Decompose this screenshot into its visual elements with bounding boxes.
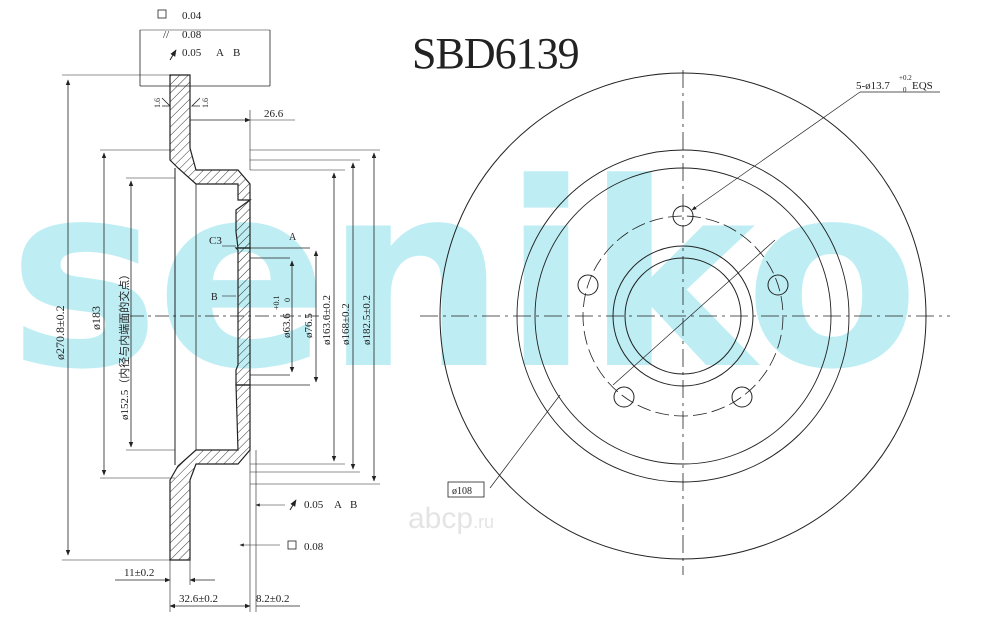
dim-thickness: 11±0.2 [124, 567, 154, 579]
frame-bottom-datum-b: B [350, 499, 357, 511]
pcd-label-box [447, 481, 485, 498]
section-bottom [169, 384, 251, 561]
site-logo-suffix: .ru [473, 512, 495, 532]
frame-top-datum-b: B [233, 47, 240, 59]
frame-top-flatness: 0.04 [182, 10, 202, 22]
dim-pcd: ø108 [452, 486, 472, 497]
dim-26-6: 26.6 [264, 108, 284, 120]
frame-top-parallelism: 0.08 [182, 29, 202, 41]
chamfer-label: C3 [209, 235, 222, 247]
front-view: 5-ø13.7 +0.2 0 EQS ø108 [420, 70, 950, 575]
bolt-hole-5 [577, 274, 599, 296]
datum-b-label: B [211, 292, 218, 303]
section-hat-wall [234, 247, 251, 386]
datum-a-label: A [289, 232, 297, 243]
tolerance-frame-top: 0.04 // 0.08 0.05 A B [139, 9, 271, 87]
frame-top-datum-a: A [216, 47, 224, 59]
frame-bottom-flatness: 0.08 [304, 541, 324, 553]
runout-icon-bottom [289, 499, 297, 511]
dim-bolt-holes-tol-upper: +0.2 [899, 74, 912, 82]
frame-bottom-runout: 0.05 [304, 499, 324, 511]
site-logo-name: abcp [408, 502, 474, 535]
section-top [169, 74, 252, 249]
dim-hat-thickness: 8.2±0.2 [256, 593, 290, 605]
dim-bolt-holes: 5-ø13.7 [856, 80, 890, 92]
site-logo: abcp.ru [408, 502, 494, 536]
dim-76-5: ø76.5 [303, 313, 315, 338]
dim-bolt-holes-tol-lower: 0 [903, 86, 907, 94]
bolt-hole-4 [613, 386, 635, 408]
dim-183: ø183 [89, 306, 103, 330]
roughness-left: 1.6 [153, 98, 162, 108]
bolt-hole-3 [731, 386, 753, 408]
dim-pilot-tol-upper: +0.1 [272, 295, 281, 310]
part-number-title: SBD6139 [412, 29, 580, 78]
bolt-hole-2 [767, 274, 789, 296]
runout-icon [169, 49, 177, 61]
dim-pilot-tol-lower: 0 [283, 298, 292, 302]
frame-top-runout: 0.05 [182, 47, 202, 59]
dim-163-6: ø163.6±0.2 [321, 295, 333, 345]
dim-182-5: ø182.5±0.2 [361, 295, 373, 345]
watermark-logo: seniko [8, 129, 920, 426]
roughness-right: 1.6 [201, 98, 210, 108]
dim-168: ø168±0.2 [340, 303, 352, 345]
section-view: ø270.8±0.2 ø183 ø152.5（内径与内端面的交点） ø63.6 … [53, 9, 380, 612]
frame-top-parallel-symbol: // [163, 29, 170, 41]
dim-bolt-holes-suffix: EQS [912, 80, 933, 92]
frame-bottom-datum-a: A [334, 499, 342, 511]
tolerance-frame-bottom: 0.05 A B 0.08 [239, 499, 357, 553]
dim-152-5: ø152.5（内径与内端面的交点） [117, 269, 131, 420]
dim-outer-diameter: ø270.8±0.2 [53, 305, 67, 360]
dim-pilot-63-6: ø63.6 [281, 313, 293, 338]
dim-total-height: 32.6±0.2 [179, 593, 218, 605]
